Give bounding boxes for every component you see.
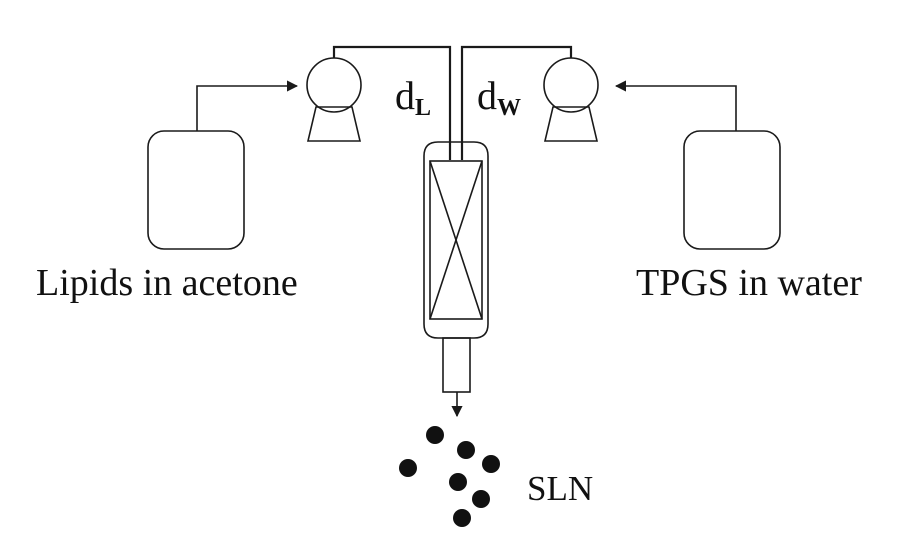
particle-dot-icon bbox=[457, 441, 475, 459]
left-feed-line bbox=[196, 80, 299, 131]
product-label: SLN bbox=[527, 469, 593, 508]
particle-dot-icon bbox=[482, 455, 500, 473]
particle-dot-icon bbox=[449, 473, 467, 491]
right-feed-line bbox=[614, 80, 737, 131]
right-pump-icon bbox=[543, 57, 599, 142]
left-reservoir bbox=[147, 130, 245, 250]
right-reservoir bbox=[683, 130, 781, 250]
right-flow-label: dW bbox=[477, 73, 521, 121]
particle-dot-icon bbox=[426, 426, 444, 444]
left-outlet-tube bbox=[332, 45, 452, 160]
particle-dot-icon bbox=[453, 509, 471, 527]
left-flow-label: dL bbox=[395, 73, 431, 121]
left-pump-icon bbox=[306, 57, 362, 142]
right-outlet-tube bbox=[460, 45, 573, 160]
left-reservoir-label: Lipids in acetone bbox=[36, 262, 298, 304]
sln-particles bbox=[399, 426, 500, 527]
static-mixer-icon bbox=[423, 141, 489, 393]
particle-dot-icon bbox=[399, 459, 417, 477]
particle-dot-icon bbox=[472, 490, 490, 508]
right-reservoir-label: TPGS in water bbox=[636, 262, 862, 304]
